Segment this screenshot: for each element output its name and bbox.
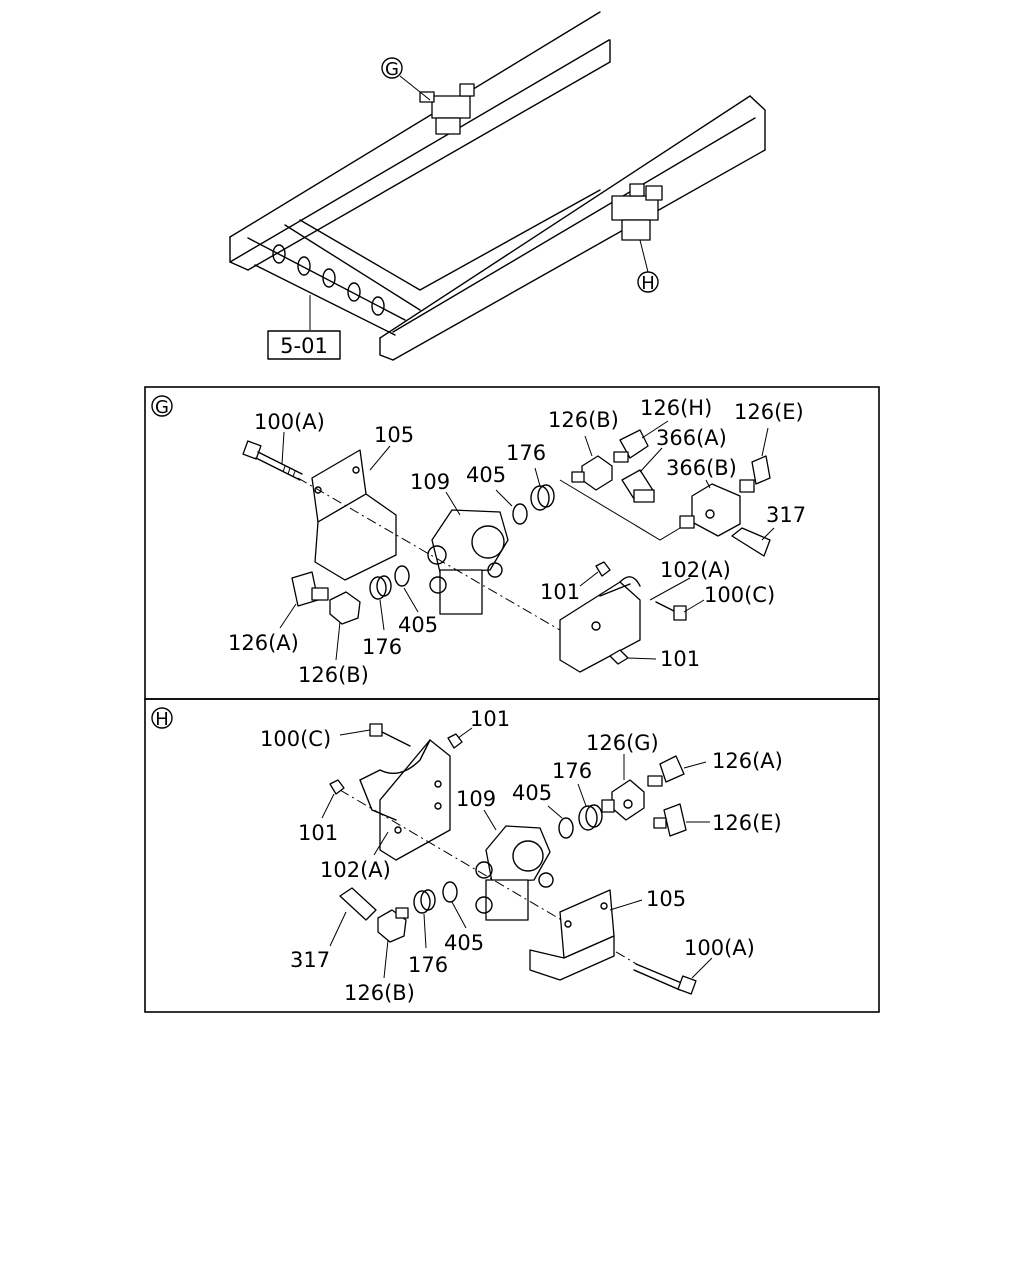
label-g-405-top: 405 — [466, 463, 506, 487]
label-g-366b: 366(B) — [666, 456, 737, 480]
label-g-317: 317 — [766, 503, 806, 527]
label-g-126a: 126(A) — [228, 631, 299, 655]
fitting-126h — [613, 429, 649, 463]
label-h-101-left: 101 — [298, 821, 338, 845]
panel-g: G — [144, 386, 880, 700]
valve-g-location — [419, 83, 475, 135]
label-g-176-bottom: 176 — [362, 635, 402, 659]
label-g-126b-top: 126(B) — [548, 408, 619, 432]
label-h-105: 105 — [646, 887, 686, 911]
panel-h-badge — [151, 707, 173, 729]
bracket-102a — [359, 739, 451, 861]
fitting-126a — [647, 755, 685, 787]
seal-176-top — [578, 804, 603, 831]
label-g-101-bottom: 101 — [660, 647, 700, 671]
label-h-317: 317 — [290, 948, 330, 972]
fitting-126e — [739, 455, 771, 493]
fitting-317 — [731, 527, 771, 557]
nut-101-top — [595, 561, 611, 577]
valve-h-location — [611, 183, 663, 241]
label-g-126b-bottom: 126(B) — [298, 663, 369, 687]
label-h-126g: 126(G) — [586, 731, 659, 755]
fitting-317 — [339, 887, 377, 921]
bolt-100a — [242, 440, 303, 481]
callout-h-label: H — [641, 273, 655, 294]
panel-h-badge-label: H — [155, 709, 169, 730]
label-g-100a: 100(A) — [254, 410, 325, 434]
callout-g-circle — [381, 57, 403, 79]
label-g-176-top: 176 — [506, 441, 546, 465]
label-h-405-top: 405 — [512, 781, 552, 805]
label-g-126h: 126(H) — [640, 396, 712, 420]
label-g-101-top: 101 — [540, 580, 580, 604]
panel-g-badge — [151, 395, 173, 417]
panel-h: H — [144, 698, 880, 1013]
label-h-100a: 100(A) — [684, 936, 755, 960]
label-g-105: 105 — [374, 423, 414, 447]
label-g-100c: 100(C) — [704, 583, 775, 607]
panel-g-badge-label: G — [155, 397, 169, 418]
label-g-102a: 102(A) — [660, 558, 731, 582]
oring-405-bottom — [394, 565, 410, 587]
fitting-126e — [653, 803, 687, 837]
fitting-126b — [377, 907, 409, 943]
fitting-126g — [601, 779, 645, 821]
ref-box-label: 5-01 — [280, 334, 328, 358]
bracket-105 — [311, 449, 397, 581]
chassis-overview: G H 5-01 — [229, 11, 766, 361]
elbow-126a — [291, 571, 329, 607]
oring-405-top — [512, 503, 528, 525]
valve-109 — [427, 509, 509, 615]
label-g-366a: 366(A) — [656, 426, 727, 450]
panel-h-frame — [144, 698, 880, 1013]
label-g-405-bottom: 405 — [398, 613, 438, 637]
fitting-366b — [679, 483, 741, 537]
nut-101-left — [329, 779, 345, 795]
seal-176-top — [530, 484, 555, 511]
bolt-100c — [369, 723, 411, 747]
label-h-126e: 126(E) — [712, 811, 782, 835]
fitting-126b-top — [571, 455, 613, 491]
callout-g-label: G — [385, 59, 399, 80]
label-h-101-top: 101 — [470, 707, 510, 731]
label-h-126b: 126(B) — [344, 981, 415, 1005]
seal-176-bottom — [413, 889, 436, 914]
label-h-405-bottom: 405 — [444, 931, 484, 955]
label-g-126e: 126(E) — [734, 400, 804, 424]
fitting-126b-bottom — [329, 591, 361, 625]
label-h-100c: 100(C) — [260, 727, 331, 751]
label-h-176-bottom: 176 — [408, 953, 448, 977]
label-h-102a: 102(A) — [320, 858, 391, 882]
valve-109 — [475, 825, 554, 921]
label-h-176-top: 176 — [552, 759, 592, 783]
bolt-100c — [655, 601, 687, 621]
bolt-100a — [633, 963, 697, 995]
ref-box — [267, 330, 341, 360]
label-h-109: 109 — [456, 787, 496, 811]
oring-405-top — [558, 817, 574, 839]
seal-176-bottom — [369, 575, 392, 600]
fitting-366a — [621, 469, 655, 503]
oring-405-bottom — [442, 881, 458, 903]
label-g-109: 109 — [410, 470, 450, 494]
callout-h-circle — [637, 271, 659, 293]
bracket-105 — [529, 889, 615, 981]
label-h-126a: 126(A) — [712, 749, 783, 773]
